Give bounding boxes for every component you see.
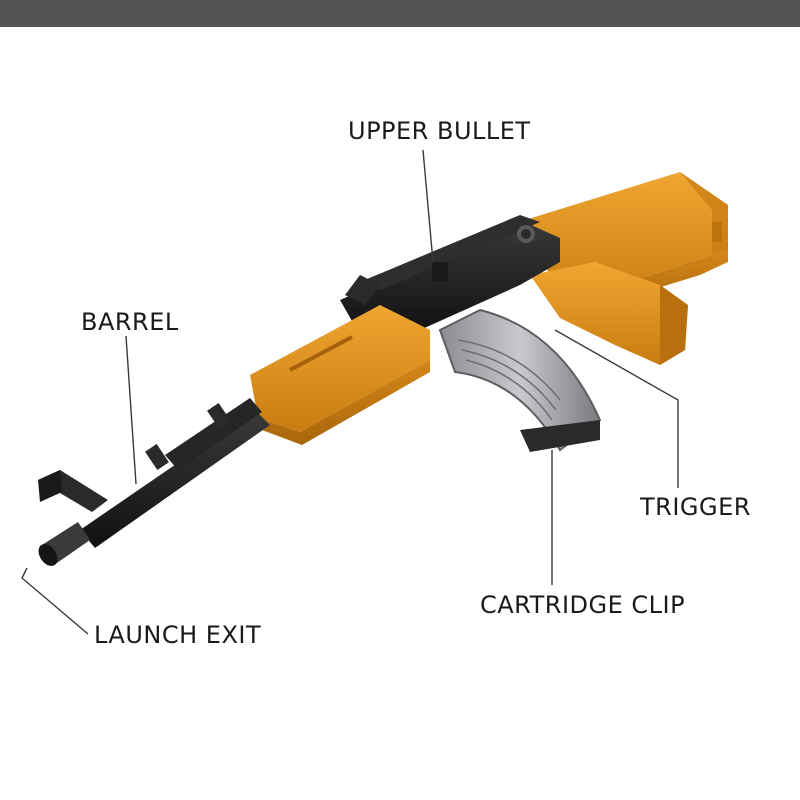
pistol-grip [530, 262, 688, 365]
leader-lines [21, 149, 679, 635]
label-barrel: BARREL [81, 308, 179, 336]
leader-line-launch-exit [21, 567, 89, 635]
leader-line-upper-bullet [422, 149, 434, 263]
leader-line-barrel [125, 335, 137, 485]
magazine [438, 308, 602, 452]
leader-line-trigger [554, 329, 679, 488]
handguard [250, 305, 430, 445]
label-trigger: TRIGGER [640, 493, 751, 521]
top-bar [0, 0, 800, 27]
label-cartridge-clip: CARTRIDGE CLIP [480, 591, 686, 619]
label-launch-exit: LAUNCH EXIT [94, 621, 262, 649]
receiver [340, 215, 560, 335]
barrel [80, 398, 270, 548]
front-sight [38, 470, 108, 512]
muzzle [38, 522, 90, 566]
label-upper-bullet: UPPER BULLET [348, 117, 531, 145]
